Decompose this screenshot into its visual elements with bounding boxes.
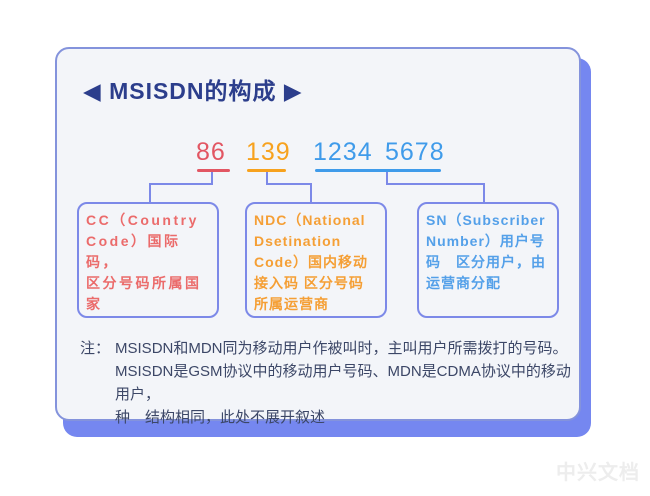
connector-sn-horizontal: [386, 183, 485, 185]
msisdn-segment-cc: 86: [196, 138, 226, 166]
connector-ndc-horizontal: [266, 183, 312, 185]
box-subscriber-number: SN（Subscriber Number）用户号 码 区分用户，由 运营商分配: [417, 202, 559, 318]
card-title: ◀ MSISDN的构成 ▶: [83, 78, 303, 104]
connector-cc-drop: [211, 172, 213, 185]
underline-ndc: [247, 169, 286, 172]
connector-cc-horizontal: [149, 183, 213, 185]
msisdn-segment-sn-1: 1234: [313, 138, 373, 166]
msisdn-segment-sn-2: 5678: [385, 138, 445, 166]
connector-ndc-down: [310, 183, 312, 204]
connector-cc-down: [149, 183, 151, 204]
msisdn-segment-ndc: 139: [246, 138, 291, 166]
box-country-code: CC（Country Code）国际码， 区分号码所属国 家: [77, 202, 219, 318]
connector-ndc-drop: [266, 172, 268, 185]
connector-sn-drop: [386, 172, 388, 185]
connector-sn-down: [483, 183, 485, 204]
underline-cc: [197, 169, 230, 172]
msisdn-card: ◀ MSISDN的构成 ▶ 86 139 1234 5678 CC（Countr…: [55, 47, 581, 426]
note-text: MSISDN和MDN同为移动用户作被叫时，主叫用户所需拨打的号码。 MSISDN…: [115, 340, 571, 426]
underline-sn: [315, 169, 441, 172]
note-prefix: 注：: [80, 340, 111, 357]
watermark: 中兴文档: [556, 462, 640, 484]
note: 注： MSISDN和MDN同为移动用户作被叫时，主叫用户所需拨打的号码。 MSI…: [80, 337, 579, 429]
box-national-destination-code: NDC（National Dsetination Code）国内移动 接入码 区…: [245, 202, 387, 318]
